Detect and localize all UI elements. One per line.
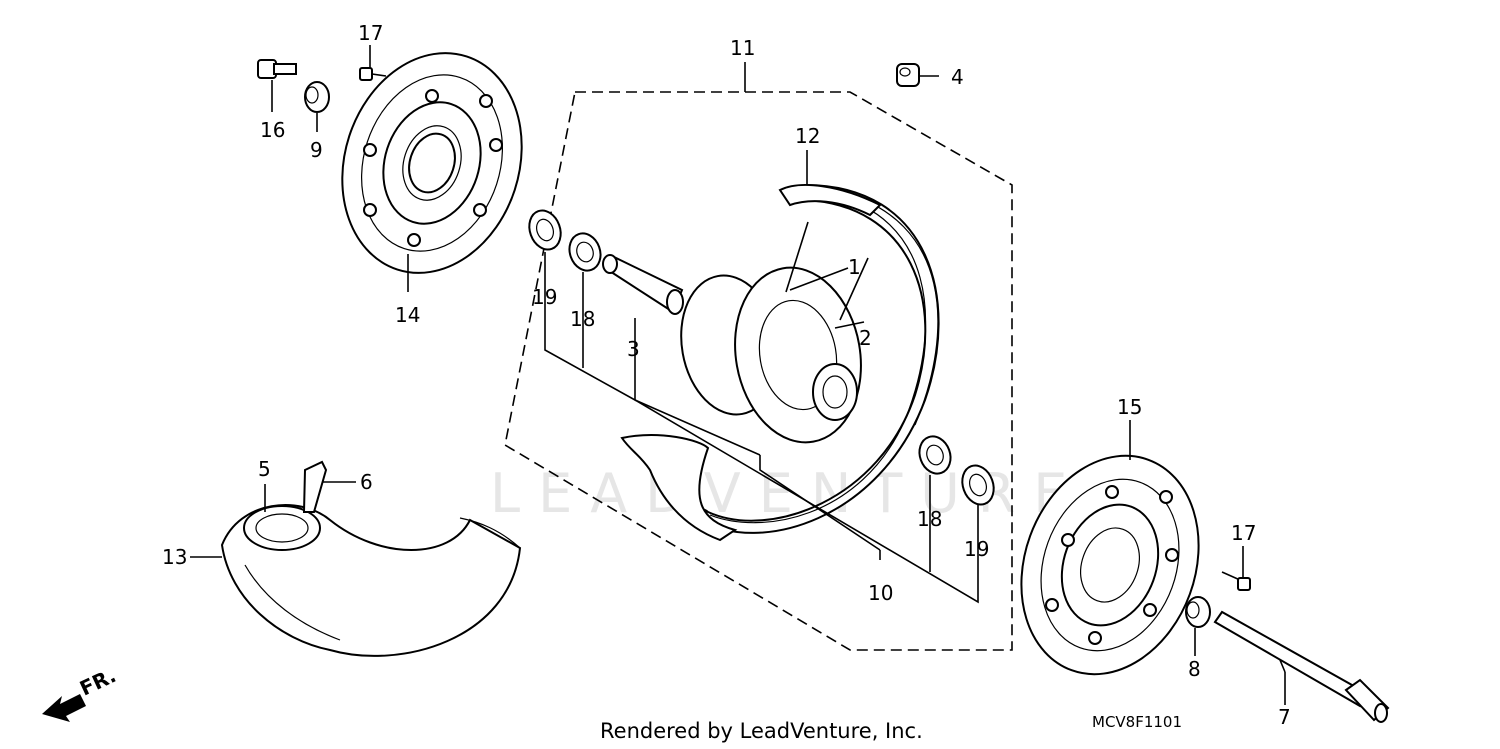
- callout-18-left: 18: [570, 307, 595, 331]
- front-hub: [680, 266, 862, 444]
- callout-18-right: 18: [917, 507, 942, 531]
- front-arrow-icon: FR.: [42, 663, 120, 722]
- axle-7: [1213, 610, 1390, 723]
- rim-band-lower: [620, 434, 738, 542]
- callout-1: 1: [848, 255, 861, 279]
- callout-17-top: 17: [358, 21, 383, 45]
- render-credit: Rendered by LeadVenture, Inc.: [600, 719, 923, 743]
- callout-6: 6: [360, 470, 373, 494]
- callout-13: 13: [162, 545, 187, 569]
- bearing-18-right: [918, 435, 952, 475]
- wheel-assembly-outline: [504, 91, 1013, 651]
- callout-17-bottom: 17: [1231, 521, 1256, 545]
- callout-8: 8: [1188, 657, 1201, 681]
- callout-16: 16: [260, 118, 285, 142]
- front-direction-label: FR.: [76, 663, 120, 700]
- callout-3: 3: [627, 337, 640, 361]
- diagram-code: MCV8F1101: [1092, 713, 1182, 731]
- callout-19-right: 19: [964, 537, 989, 561]
- rim-band-12: [778, 184, 882, 217]
- callout-7: 7: [1278, 705, 1291, 729]
- callout-10: 10: [868, 581, 893, 605]
- callout-14: 14: [395, 303, 420, 327]
- right-brake-disc: [1020, 454, 1200, 676]
- callout-9: 9: [310, 138, 323, 162]
- valve-6: [302, 460, 328, 513]
- callout-12: 12: [795, 124, 820, 148]
- callout-2: 2: [859, 326, 872, 350]
- nut-4: [896, 63, 920, 87]
- bolt-16: [257, 59, 297, 79]
- bolt-17-top: [359, 67, 387, 81]
- bearing-18-left: [568, 232, 602, 272]
- bearing-19-right: [961, 464, 995, 506]
- collar-9: [304, 81, 330, 113]
- callout-5: 5: [258, 457, 271, 481]
- callout-4: 4: [951, 65, 964, 89]
- bearing-19-left: [528, 209, 562, 251]
- bolt-17-bottom: [1221, 571, 1251, 591]
- spacer-3: [602, 254, 684, 315]
- tube-5: [243, 505, 321, 551]
- left-brake-disc: [341, 52, 523, 274]
- callout-19-left: 19: [532, 285, 557, 309]
- callout-11: 11: [730, 36, 755, 60]
- callout-15: 15: [1117, 395, 1142, 419]
- collar-8: [1185, 596, 1211, 628]
- leader-lines: [190, 45, 1286, 705]
